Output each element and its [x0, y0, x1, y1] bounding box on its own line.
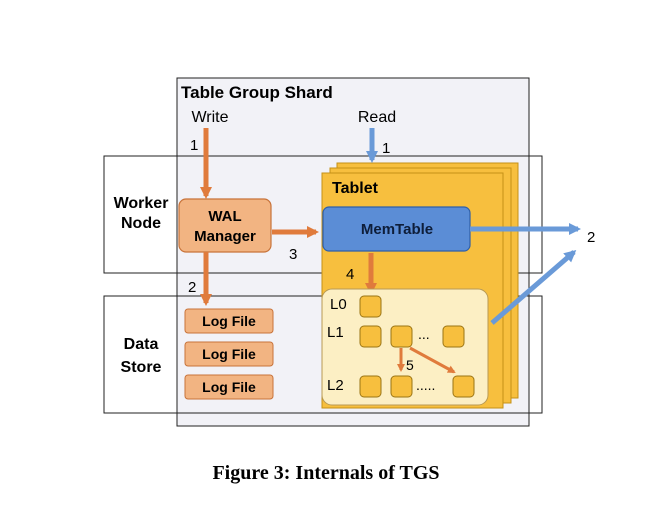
wal-to-memtable-step: 3	[289, 246, 297, 263]
data-store-label-line1: Data	[124, 336, 159, 353]
table-group-shard-title: Table Group Shard	[181, 83, 333, 102]
wal-manager-label-line1: WAL	[208, 208, 241, 225]
read-step-number: 1	[382, 140, 390, 157]
log-file-2-label: Log File	[202, 346, 256, 362]
l2-sstable-1	[359, 375, 382, 398]
memtable-flush-step: 4	[346, 266, 354, 283]
wal-manager-box	[178, 198, 272, 253]
worker-node-label-line2: Node	[121, 215, 161, 232]
l1-sstable-3	[442, 325, 465, 348]
write-label: Write	[191, 109, 228, 126]
level-l2-label: L2	[327, 377, 344, 394]
log-file-3-box	[184, 374, 274, 400]
log-file-3-label: Log File	[202, 379, 256, 395]
l0-sstable	[359, 295, 382, 318]
l2-sstable-3	[452, 375, 475, 398]
l1-sstable-1	[359, 325, 382, 348]
compaction-arrow-diagonal	[409, 346, 456, 374]
l2-ellipsis: .....	[416, 377, 435, 393]
l1-sstable-2	[390, 325, 413, 348]
compaction-step: 5	[406, 357, 414, 373]
wal-to-logfile-step: 2	[188, 279, 196, 296]
l2-sstable-2	[390, 375, 413, 398]
l1-ellipsis: ...	[418, 326, 430, 342]
level-l0-label: L0	[330, 296, 347, 313]
log-file-1-box	[184, 308, 274, 334]
log-file-2-box	[184, 341, 274, 367]
wal-manager-label-line2: Manager	[194, 228, 256, 245]
worker-node-label-line1: Worker	[114, 195, 169, 212]
log-file-1-label: Log File	[202, 313, 256, 329]
write-step-number: 1	[190, 137, 198, 154]
lsm-output-arrow	[490, 250, 577, 325]
data-store-label-line2: Store	[121, 359, 162, 376]
memtable-label: MemTable	[361, 221, 433, 238]
tablet-title: Tablet	[332, 180, 379, 197]
level-l1-label: L1	[327, 324, 344, 341]
read-label: Read	[358, 109, 396, 126]
figure-caption: Figure 3: Internals of TGS	[212, 462, 439, 484]
output-step-number: 2	[587, 229, 595, 246]
